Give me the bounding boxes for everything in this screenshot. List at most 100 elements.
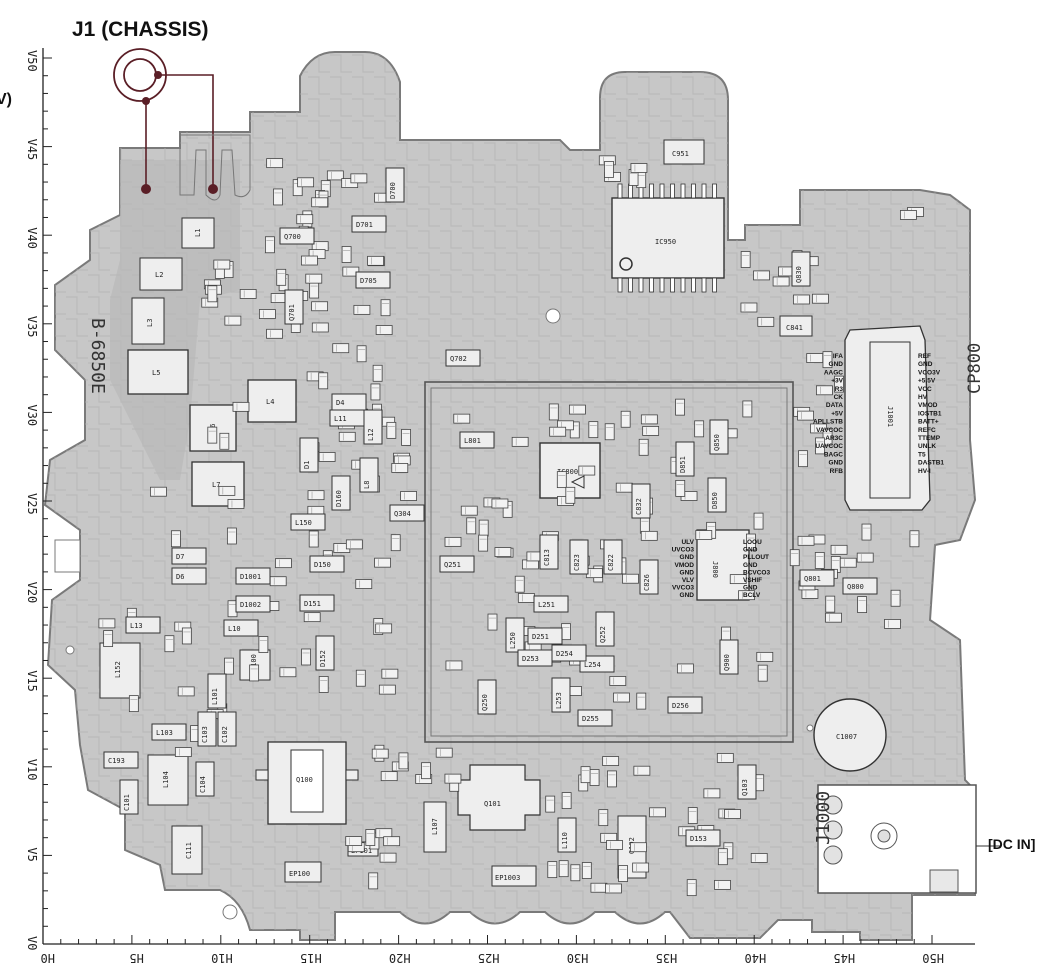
l1-label: L1	[194, 229, 202, 237]
smd-passive	[613, 692, 630, 703]
smd-passive	[370, 383, 381, 401]
smd-passive	[517, 593, 535, 603]
smd-passive	[249, 664, 260, 682]
v-axis-tick-label: V40	[25, 227, 39, 249]
d1-label: D1	[303, 461, 311, 469]
smd-passive	[604, 423, 615, 441]
l4-label: L4	[266, 398, 274, 406]
smd-passive	[585, 568, 603, 579]
d251-part: D251	[527, 627, 563, 645]
d1001-label: D1001	[240, 573, 261, 581]
smd-passive	[703, 788, 721, 799]
d150-part: D150	[309, 555, 345, 573]
smd-passive	[724, 809, 741, 819]
smd-passive	[401, 428, 411, 446]
d6-part: D6	[171, 567, 207, 585]
smd-passive	[812, 293, 829, 304]
smd-passive	[478, 519, 489, 537]
ic-pin	[712, 183, 717, 199]
c813-part: C813	[539, 534, 559, 570]
q103-label: Q103	[741, 779, 749, 796]
q304-part: Q304	[389, 504, 425, 522]
l101-part: L101	[207, 673, 227, 709]
smd-passive	[103, 630, 114, 647]
h-axis-tick-label: H50	[922, 951, 944, 965]
v-axis-tick-label: V35	[25, 316, 39, 338]
l801-part: L801	[459, 431, 495, 449]
q250-part: Q250	[477, 679, 497, 715]
smd-passive	[729, 574, 747, 585]
smd-passive	[757, 316, 775, 327]
d4-label: D4	[336, 399, 344, 407]
d700-part: D700	[385, 167, 405, 203]
smd-passive	[642, 426, 660, 436]
j800-pin-label: GND	[743, 562, 758, 569]
l5-label: L5	[152, 369, 160, 377]
smd-passive	[318, 676, 329, 693]
smd-passive	[687, 807, 698, 824]
smd-passive	[345, 539, 363, 550]
smd-passive	[444, 536, 462, 547]
l250-label: L250	[509, 632, 517, 649]
d256-label: D256	[672, 702, 689, 710]
smd-passive	[825, 595, 836, 613]
l13-part: L13	[125, 616, 161, 634]
cp800-pin-label: APLLSTB	[813, 419, 843, 426]
q252-part: Q252	[595, 611, 615, 647]
ic-pin	[701, 277, 707, 293]
cp800-pin-label: REF	[918, 353, 931, 360]
l10-part: L10	[223, 619, 259, 637]
d705-part: D705	[355, 271, 391, 289]
smd-passive	[383, 836, 401, 847]
smd-passive	[793, 294, 810, 305]
capacitor-c841: C841	[779, 315, 813, 337]
ic-pin	[680, 183, 686, 199]
smd-passive	[301, 648, 311, 666]
smd-passive	[269, 576, 287, 587]
q830-part: Q830	[791, 251, 811, 287]
smd-passive	[355, 579, 373, 589]
h-axis-tick-label: H45	[833, 951, 855, 965]
smd-passive	[297, 177, 315, 188]
smd-passive	[279, 667, 297, 678]
d153-part: D153	[685, 829, 721, 847]
l11-label: L11	[334, 415, 347, 423]
inductor-l104: L104	[147, 754, 189, 806]
cp800-pin-label: VCC	[918, 386, 932, 393]
cp800-pin-label: UNLK	[918, 443, 936, 450]
smd-passive	[265, 236, 275, 254]
smd-passive	[740, 302, 758, 313]
cp800-pin-label: HV-I	[918, 468, 931, 475]
smd-passive	[150, 486, 167, 497]
c111-label: C111	[185, 842, 193, 859]
smd-passive	[258, 636, 269, 653]
smd-passive	[622, 573, 639, 584]
ep1003-label: EP1003	[495, 874, 520, 882]
smd-passive	[640, 530, 658, 541]
smd-passive	[368, 872, 379, 890]
q830-label: Q830	[795, 266, 803, 283]
q900-part: Q900	[719, 639, 739, 675]
smd-passive	[514, 575, 525, 593]
inductor-l5: L5	[127, 349, 189, 395]
c841-label: C841	[786, 324, 803, 332]
smd-passive	[570, 864, 581, 882]
smd-passive	[374, 557, 391, 568]
smd-passive	[128, 695, 139, 713]
ic800-label: IC800	[557, 468, 578, 476]
c823-label: C823	[573, 554, 581, 571]
smd-passive	[303, 612, 321, 623]
j1001-label: J1001	[886, 406, 894, 427]
smd-passive	[632, 862, 650, 873]
smd-passive	[356, 345, 367, 363]
smd-passive	[545, 795, 556, 813]
smd-passive	[367, 255, 384, 266]
cp800-pin-label: DATA	[826, 402, 843, 409]
d1002-part: D1002	[235, 595, 271, 613]
q900-label: Q900	[723, 654, 731, 671]
smd-passive	[738, 590, 755, 601]
smd-passive	[308, 530, 319, 548]
d254-label: D254	[556, 650, 573, 658]
